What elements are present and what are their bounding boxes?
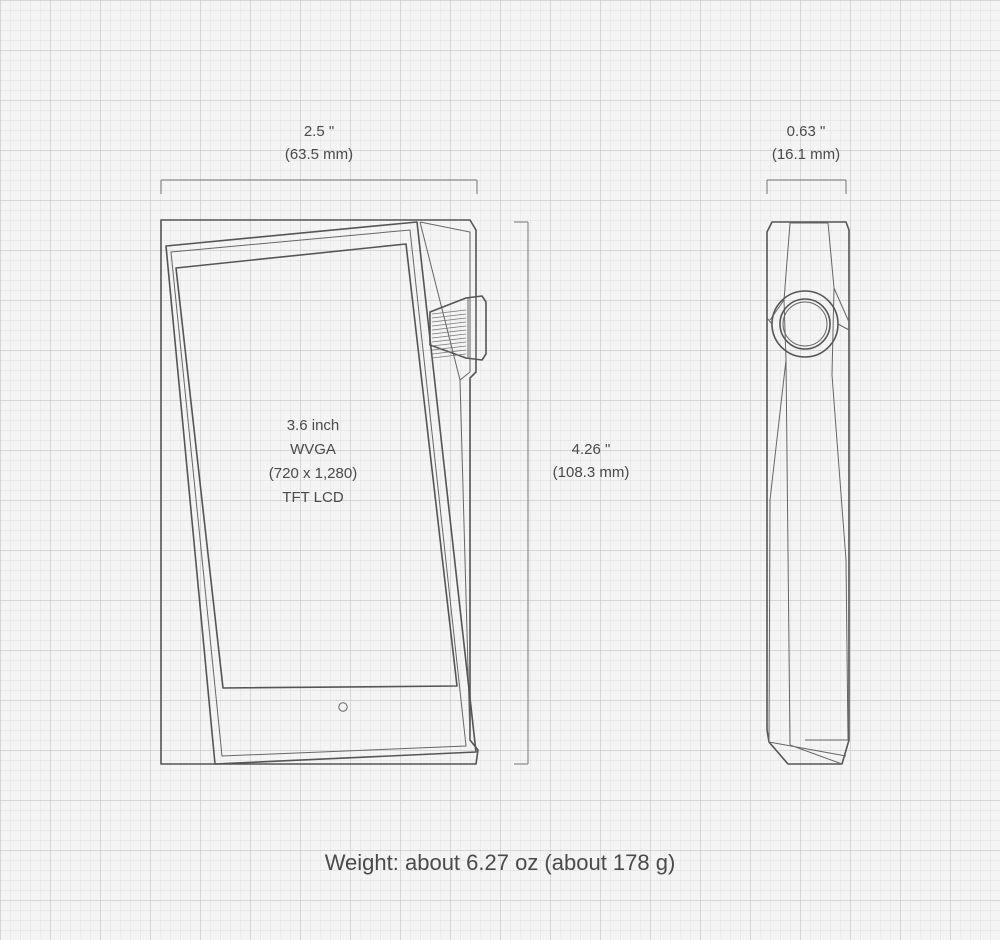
device-front-view [160, 219, 487, 765]
height-mm: (108.3 mm) [552, 464, 630, 481]
knurl-line [431, 325, 467, 331]
width-label: 2.5 " (63.5 mm) [269, 120, 369, 166]
knurl-line [431, 333, 467, 339]
screen-type: WVGA [290, 441, 336, 458]
knurl-line [431, 329, 467, 335]
knurl-line [431, 345, 467, 351]
knurl-line [431, 341, 467, 347]
knurl-line [431, 313, 467, 319]
depth-dimension-line [766, 179, 847, 194]
width-mm: (63.5 mm) [284, 146, 354, 163]
screen-spec-label: 3.6 inch WVGA (720 x 1,280) TFT LCD [248, 414, 378, 510]
knurl-line [431, 349, 467, 355]
home-button-icon [338, 702, 348, 712]
screen-panel: TFT LCD [282, 489, 344, 506]
weight-text: Weight: about 6.27 oz (about 178 g) [324, 850, 676, 875]
width-inches: 2.5 " [303, 123, 335, 140]
knurl-line [431, 353, 467, 359]
screen-resolution: (720 x 1,280) [268, 465, 358, 482]
depth-label: 0.63 " (16.1 mm) [756, 120, 856, 166]
knurl-line [431, 309, 467, 315]
height-label: 4.26 " (108.3 mm) [536, 438, 646, 484]
volume-knob-icon [429, 295, 487, 361]
depth-inches: 0.63 " [786, 123, 826, 140]
screen-size: 3.6 inch [286, 417, 340, 434]
device-side-view [766, 221, 850, 765]
height-dimension-line [514, 221, 529, 765]
knurl-line [431, 317, 467, 323]
side-knob-icon [766, 290, 850, 358]
depth-mm: (16.1 mm) [771, 146, 841, 163]
knurl-line [431, 321, 467, 327]
height-inches: 4.26 " [571, 441, 611, 458]
knurl-line [431, 337, 467, 343]
width-dimension-line [160, 179, 478, 194]
